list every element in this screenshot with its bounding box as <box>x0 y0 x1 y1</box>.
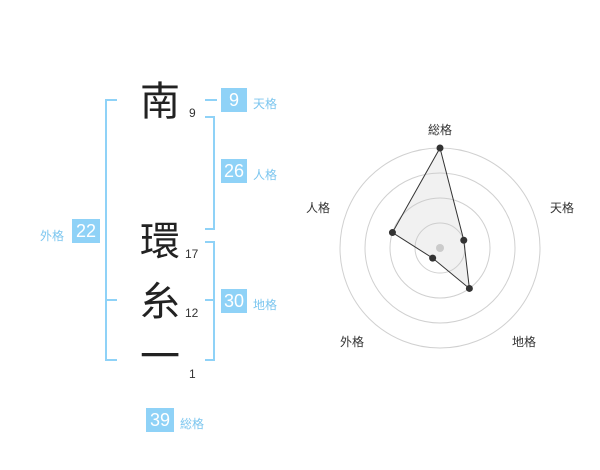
chikaku-bracket-bottom <box>205 359 215 361</box>
tenkaku-badge: 9 <box>221 88 247 112</box>
chikaku-bracket-top <box>205 241 215 243</box>
name-char-4-strokes: 1 <box>189 367 196 381</box>
name-char-2-strokes: 17 <box>185 247 199 261</box>
soukaku-badge: 39 <box>146 408 174 432</box>
chikaku-bracket-vertical <box>213 241 215 361</box>
gaikaku-badge: 22 <box>72 219 100 243</box>
name-char-4: 一 <box>140 334 180 380</box>
radar-axis-label-2: 天格 <box>550 200 574 215</box>
radar-axis-label-1: 総格 <box>428 122 452 137</box>
name-char-3-strokes: 12 <box>185 306 199 320</box>
radar-axis-label-4: 外格 <box>340 334 364 349</box>
radar-point-1 <box>436 144 444 152</box>
gaikaku-bracket-bottom <box>105 359 117 361</box>
jinkaku-badge: 26 <box>221 159 247 183</box>
jinkaku-bracket-bottom <box>205 228 215 230</box>
radar-axis-label-3: 地格 <box>512 334 536 349</box>
radar-ring-3 <box>364 172 516 324</box>
chikaku-label: 地格 <box>253 298 278 312</box>
name-char-2: 環 <box>140 219 180 265</box>
gaikaku-bracket-vertical <box>105 99 107 361</box>
radar-point-3 <box>465 284 473 292</box>
tenkaku-label: 天格 <box>253 97 278 111</box>
radar-axis-label-5: 人格 <box>306 200 330 215</box>
soukaku-label: 総格 <box>180 417 205 431</box>
gaikaku-label: 外格 <box>40 229 65 243</box>
radar-center-dot <box>436 244 444 252</box>
name-char-1: 南 <box>140 79 180 125</box>
gaikaku-bracket-top <box>105 99 117 101</box>
gaikaku-bracket-mid-left <box>105 299 117 301</box>
radar-ring-2 <box>389 197 491 299</box>
chikaku-bracket-mid-right <box>205 299 215 301</box>
radar-point-2 <box>460 236 468 244</box>
jinkaku-bracket-vertical <box>213 116 215 230</box>
chikaku-badge: 30 <box>221 289 247 313</box>
radar-point-4 <box>429 254 437 262</box>
jinkaku-bracket-top <box>205 116 215 118</box>
tenkaku-connector <box>205 99 217 101</box>
jinkaku-label: 人格 <box>253 168 278 182</box>
radar-point-5 <box>388 229 396 237</box>
name-char-1-strokes: 9 <box>189 106 196 120</box>
radar-series-polygon <box>391 146 471 290</box>
name-char-3: 糸 <box>140 279 180 325</box>
